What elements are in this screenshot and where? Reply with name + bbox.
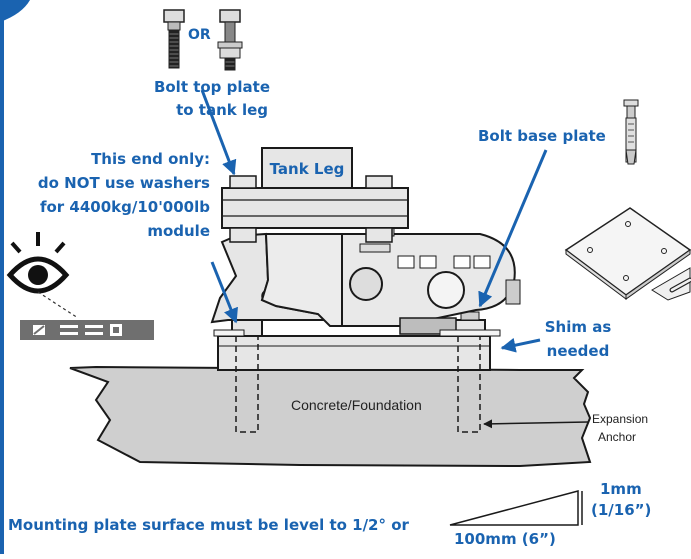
concrete-foundation: [69, 365, 592, 468]
expansion-anchor-icon: [623, 99, 639, 165]
shim-plate-icon: [564, 207, 691, 301]
bolt-base-plate-label: Bolt base plate: [478, 127, 606, 145]
arrow-anchor: [483, 419, 589, 429]
this-end-line2: do NOT use washers: [37, 174, 210, 192]
run-label: 100mm (6”): [454, 530, 556, 548]
concrete-label: Concrete/Foundation: [291, 397, 422, 413]
washer: [213, 329, 245, 337]
arrow-washers: [210, 261, 238, 324]
or-label: OR: [188, 27, 211, 43]
bolt-icon: [217, 9, 243, 71]
shim-label-line2: needed: [546, 342, 610, 360]
rise-label-line1: 1mm: [600, 480, 642, 498]
this-end-line4: module: [147, 222, 210, 240]
bolt-top-plate-line1: Bolt top plate: [153, 78, 270, 96]
corner-tab: [0, 0, 30, 22]
sightline: [37, 291, 79, 319]
shim-label-line1: Shim as: [544, 318, 612, 336]
slope-triangle: [449, 490, 579, 526]
tank-leg: [261, 147, 353, 189]
bolt-with-washer-icon: [163, 9, 185, 69]
arrow-top-plate: [200, 89, 237, 176]
eye-icon: [6, 232, 70, 294]
shim: [439, 329, 501, 337]
level-indicator-icon: [20, 320, 154, 340]
expansion-label-line2: Anchor: [598, 430, 637, 444]
this-end-line1: This end only:: [91, 150, 210, 168]
arrow-shim: [500, 337, 541, 353]
base-plate: [217, 335, 491, 371]
rise-label-line2: (1/16”): [591, 501, 652, 519]
expansion-label-line1: Expansion: [592, 412, 649, 426]
this-end-line3: for 4400kg/10'000lb: [39, 198, 210, 216]
mounting-level-label: Mounting plate surface must be level to …: [8, 516, 409, 534]
tank-leg-label: Tank Leg: [269, 160, 345, 178]
arrow-base-plate: [478, 149, 548, 308]
bolt-top-plate-line2: to tank leg: [176, 101, 268, 119]
top-plate: [221, 175, 409, 243]
load-cell-module: [210, 225, 521, 335]
